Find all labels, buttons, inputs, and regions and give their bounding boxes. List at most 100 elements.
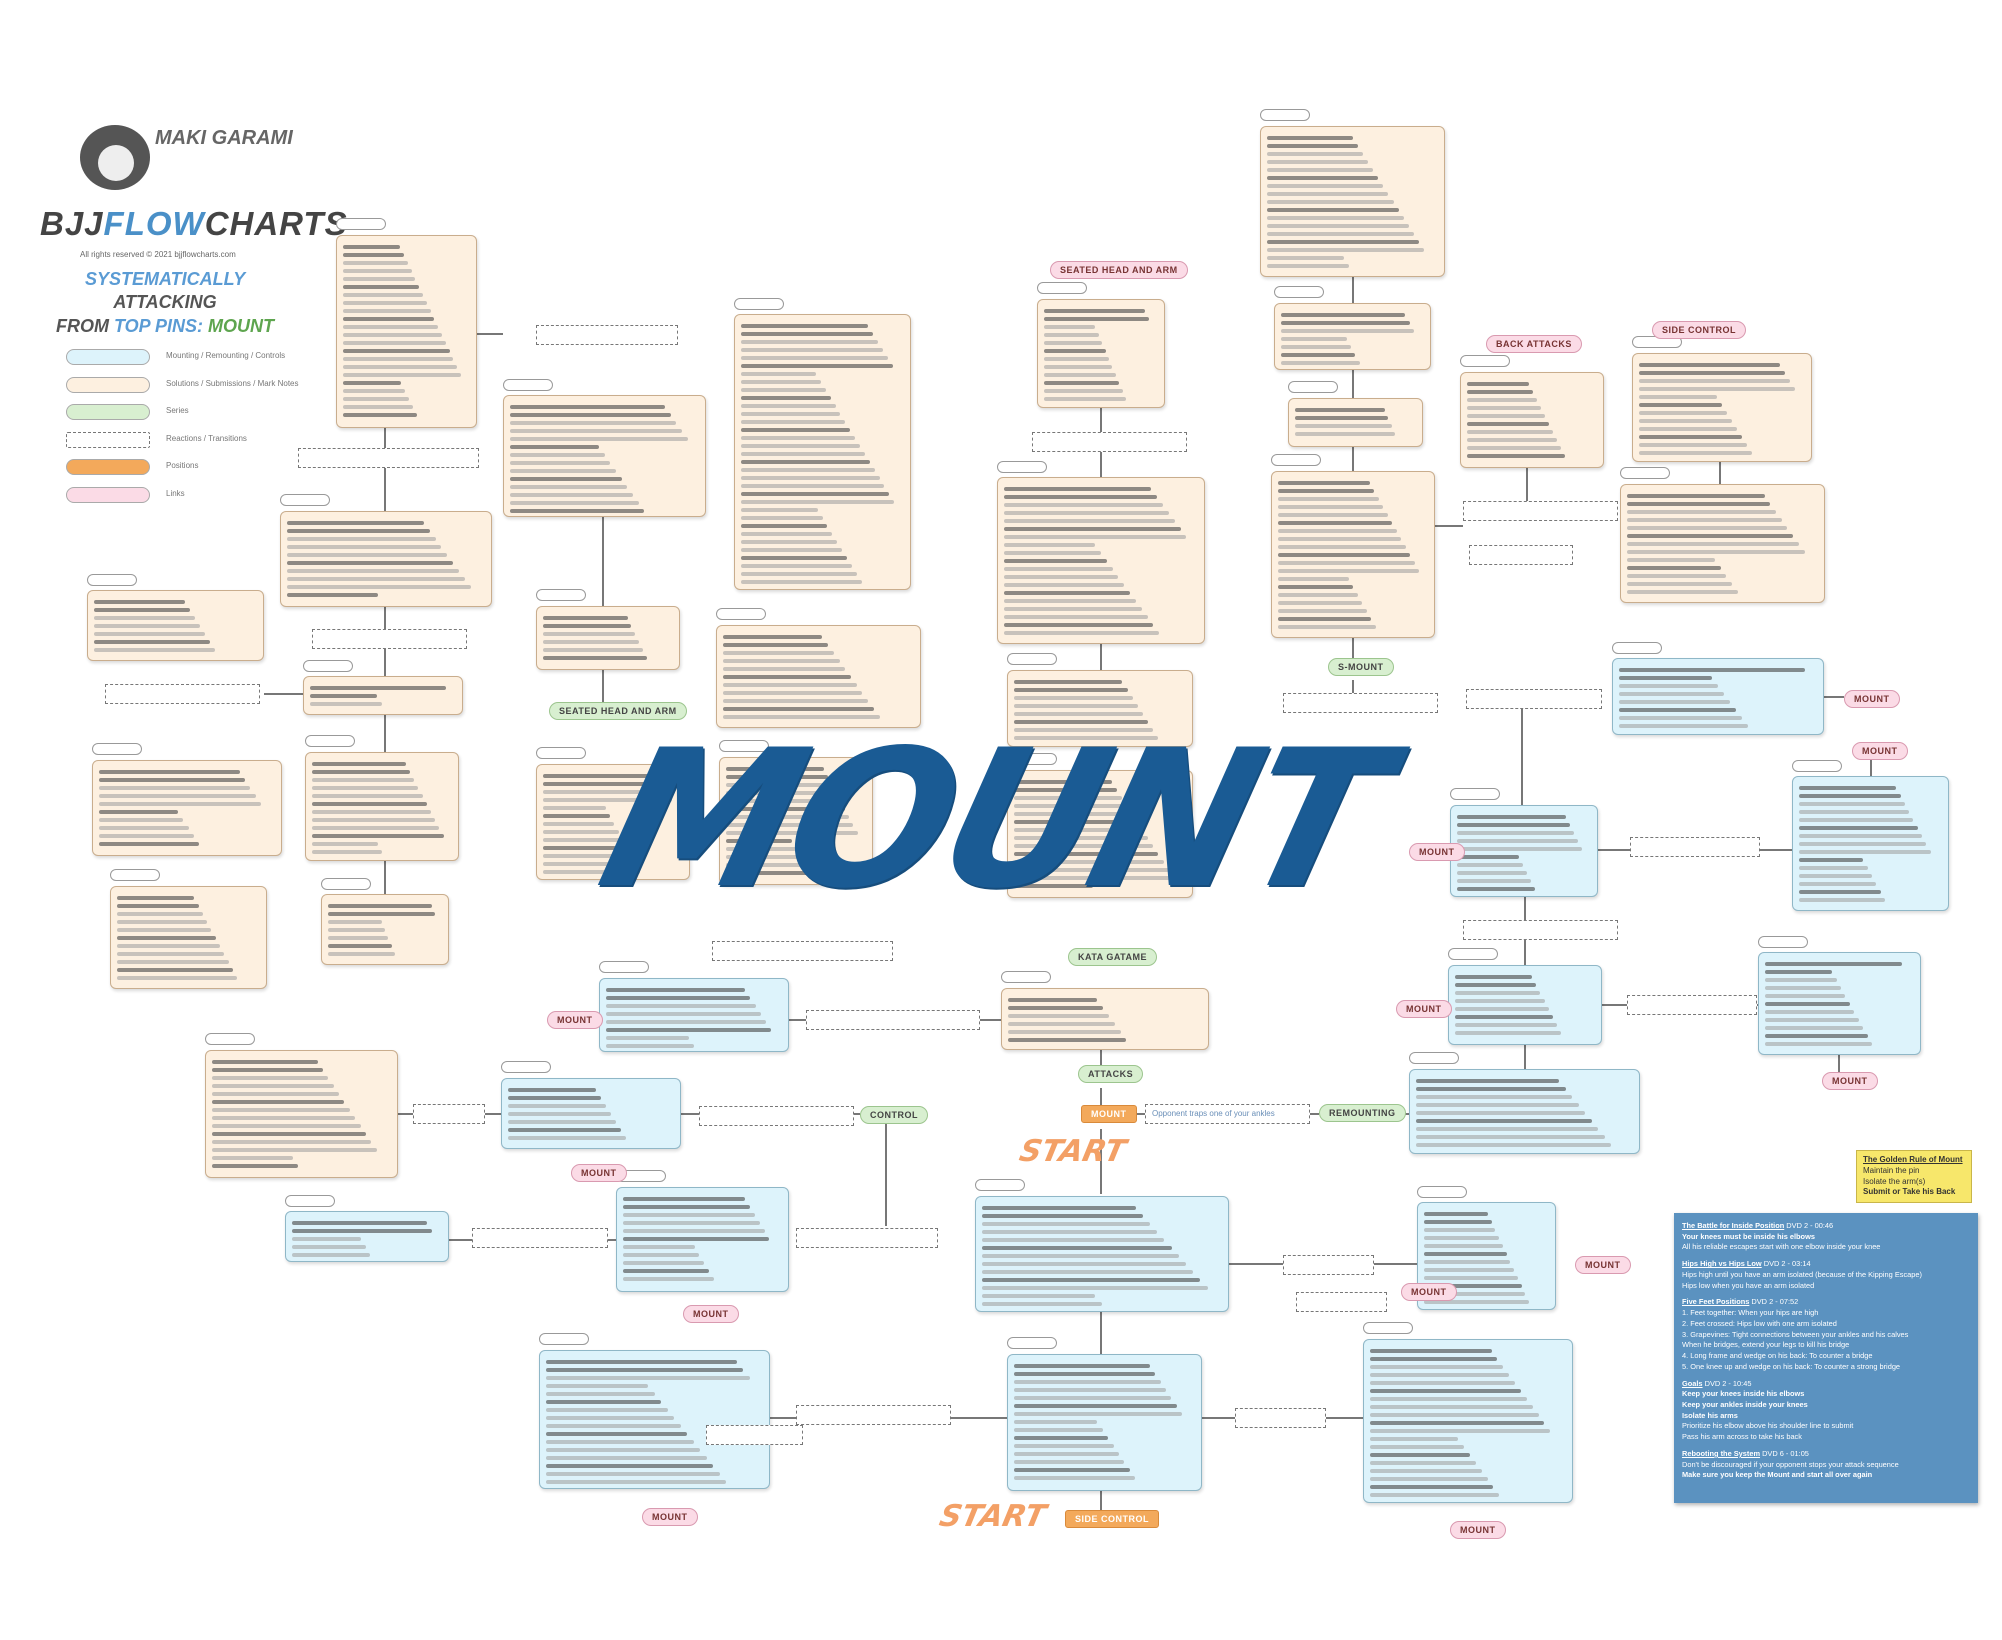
text-line	[1627, 542, 1799, 546]
text-line	[1014, 828, 1143, 832]
text-line	[1281, 361, 1360, 365]
link-tag[interactable]: MOUNT	[1401, 1283, 1457, 1301]
link-tag[interactable]: SEATED HEAD AND ARM	[1050, 261, 1188, 279]
text-line	[1424, 1276, 1518, 1280]
link-tag[interactable]: MOUNT	[1844, 690, 1900, 708]
text-line	[546, 1376, 750, 1380]
text-line	[1004, 615, 1148, 619]
link-tag[interactable]: MOUNT	[683, 1305, 739, 1323]
notes-dvd-ref: DVD 2 - 03:14	[1761, 1259, 1811, 1269]
text-line	[1004, 599, 1136, 603]
text-line	[508, 1112, 611, 1116]
text-line	[1014, 788, 1118, 792]
text-line	[1416, 1135, 1605, 1139]
text-line	[623, 1237, 770, 1241]
link-tag[interactable]: BACK ATTACKS	[1486, 335, 1582, 353]
text-line	[1014, 852, 1159, 856]
text-line	[117, 920, 208, 924]
text-line	[1619, 708, 1736, 712]
text-line	[741, 516, 823, 520]
link-tag[interactable]: MOUNT	[571, 1164, 627, 1182]
text-line	[741, 460, 870, 464]
text-line	[1467, 414, 1545, 418]
notes-dvd-ref: DVD 2 - 10:45	[1702, 1378, 1752, 1388]
text-line	[1455, 991, 1541, 995]
reaction-box	[1463, 920, 1618, 940]
link-tag[interactable]: MOUNT	[1450, 1521, 1506, 1539]
text-line	[343, 341, 446, 345]
text-line	[1014, 704, 1138, 708]
text-line	[1627, 510, 1776, 514]
reaction-box	[712, 941, 893, 961]
text-line	[741, 556, 847, 560]
text-line	[723, 651, 834, 655]
text-line	[287, 577, 466, 581]
dvd-timestamp-tag	[1037, 282, 1087, 294]
link-tag[interactable]: MOUNT	[1822, 1072, 1878, 1090]
text-line	[310, 694, 378, 698]
submission-node	[734, 314, 911, 590]
text-line	[212, 1140, 372, 1144]
text-line	[1014, 844, 1154, 848]
text-line	[982, 1206, 1136, 1210]
series-kata-gatame: KATA GATAME	[1068, 948, 1157, 966]
link-tag[interactable]: MOUNT	[1409, 843, 1465, 861]
dvd-timestamp-tag	[975, 1179, 1025, 1191]
dvd-timestamp-tag	[1288, 381, 1338, 393]
text-line	[312, 786, 419, 790]
link-tag[interactable]: MOUNT	[1852, 742, 1908, 760]
text-line	[623, 1245, 695, 1249]
mounting-node	[501, 1078, 681, 1149]
text-line	[99, 802, 261, 806]
text-line	[1014, 1380, 1161, 1384]
text-line	[1267, 240, 1420, 244]
mount-title: MOUNT	[582, 709, 1402, 930]
text-line	[510, 461, 611, 465]
text-line	[212, 1156, 293, 1160]
notes-line: 1. Feet together: When your hips are hig…	[1682, 1308, 1819, 1318]
text-line	[117, 928, 212, 932]
text-line	[1765, 1026, 1864, 1030]
text-line	[212, 1092, 340, 1096]
link-tag[interactable]: MOUNT	[642, 1508, 698, 1526]
text-line	[1004, 567, 1113, 571]
text-line	[1455, 1023, 1558, 1027]
submission-node	[997, 477, 1205, 644]
submission-node	[1460, 372, 1604, 468]
text-line	[1014, 1388, 1167, 1392]
text-line	[1004, 543, 1096, 547]
text-line	[982, 1270, 1194, 1274]
link-tag[interactable]: MOUNT	[547, 1011, 603, 1029]
text-line	[1370, 1477, 1488, 1481]
position-mount[interactable]: MOUNT	[1081, 1105, 1137, 1123]
text-line	[1765, 962, 1903, 966]
dvd-timestamp-tag	[1260, 109, 1310, 121]
position-side-control[interactable]: SIDE CONTROL	[1065, 1510, 1160, 1528]
text-line	[623, 1197, 746, 1201]
text-line	[1424, 1284, 1522, 1288]
text-line	[1044, 333, 1099, 337]
text-line	[723, 675, 851, 679]
text-line	[546, 1368, 744, 1372]
text-line	[546, 1456, 707, 1460]
text-line	[1281, 313, 1406, 317]
text-line	[741, 532, 833, 536]
text-line	[1416, 1119, 1592, 1123]
legend-swatch	[66, 487, 150, 503]
link-tag[interactable]: SIDE CONTROL	[1652, 321, 1747, 339]
logo-mascot-icon	[80, 125, 150, 190]
text-line	[1639, 419, 1732, 423]
dvd-timestamp-tag	[503, 379, 553, 391]
text-line	[1457, 855, 1519, 859]
link-tag[interactable]: MOUNT	[1575, 1256, 1631, 1274]
link-tag[interactable]: MOUNT	[1396, 1000, 1452, 1018]
text-line	[741, 380, 821, 384]
text-line	[1014, 820, 1138, 824]
text-line	[1278, 617, 1371, 621]
text-line	[1799, 818, 1914, 822]
text-line	[546, 1408, 668, 1412]
text-line	[510, 485, 628, 489]
text-line	[1416, 1111, 1586, 1115]
start-label: START	[1016, 1134, 1129, 1169]
